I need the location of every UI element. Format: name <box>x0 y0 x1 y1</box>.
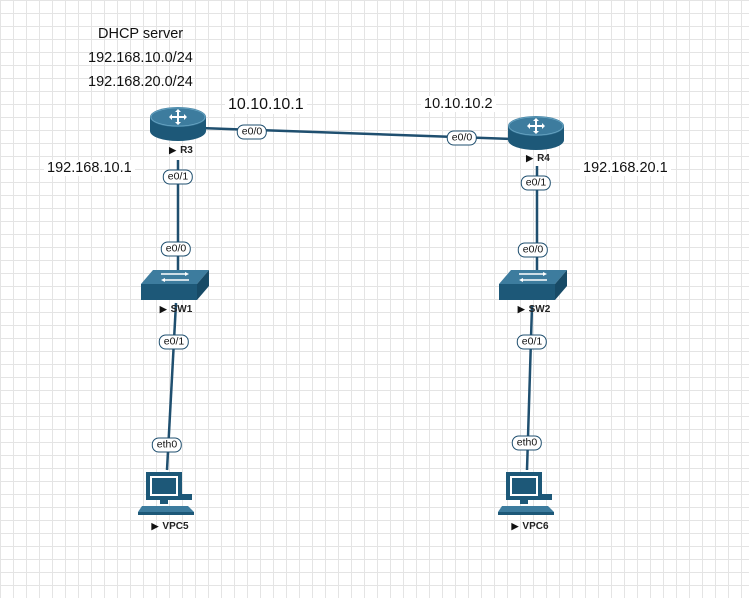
iface-sw2-e0-0[interactable]: e0/0 <box>517 242 549 258</box>
r4-lan-ip: 192.168.20.1 <box>580 160 671 176</box>
play-arrow-icon: ▶ <box>511 521 519 531</box>
iface-r3-e0-0[interactable]: e0/0 <box>236 124 268 140</box>
r3-lan-ip: 192.168.10.1 <box>44 160 135 176</box>
iface-sw1-e0-1[interactable]: e0/1 <box>158 334 190 350</box>
pc-vpc5[interactable] <box>138 470 196 516</box>
r3-wan-ip: 10.10.10.1 <box>225 96 307 114</box>
pc-icon <box>138 472 194 515</box>
iface-vpc6-eth0[interactable]: eth0 <box>511 435 543 451</box>
switch-sw1[interactable] <box>141 268 211 304</box>
iface-r4-e0-1[interactable]: e0/1 <box>520 175 552 191</box>
vpc6-label: ▶VPC6 <box>511 521 549 532</box>
pc-icon <box>498 472 554 515</box>
sw2-label: ▶SW2 <box>517 304 551 315</box>
r4-wan-ip: 10.10.10.2 <box>421 96 496 112</box>
play-arrow-icon: ▶ <box>517 304 525 314</box>
r3-label: ▶R3 <box>169 145 193 156</box>
switch-icon <box>141 270 209 300</box>
router-icon <box>508 116 564 150</box>
play-arrow-icon: ▶ <box>159 304 167 314</box>
play-arrow-icon: ▶ <box>526 153 534 163</box>
iface-sw2-e0-1[interactable]: e0/1 <box>516 334 548 350</box>
iface-sw1-e0-0[interactable]: e0/0 <box>160 241 192 257</box>
play-arrow-icon: ▶ <box>169 145 177 155</box>
switch-sw2[interactable] <box>499 268 569 304</box>
sw1-label: ▶SW1 <box>159 304 193 315</box>
dhcp-pool-2: 192.168.20.0/24 <box>88 74 193 90</box>
dhcp-pool-1: 192.168.10.0/24 <box>88 50 193 66</box>
dhcp-server-title: DHCP server <box>98 26 184 42</box>
iface-vpc5-eth0[interactable]: eth0 <box>151 437 183 453</box>
switch-icon <box>499 270 567 300</box>
iface-r3-e0-1[interactable]: e0/1 <box>162 169 194 185</box>
router-icon <box>150 107 206 141</box>
play-arrow-icon: ▶ <box>151 521 159 531</box>
iface-r4-e0-0[interactable]: e0/0 <box>446 130 478 146</box>
pc-vpc6[interactable] <box>498 470 556 516</box>
router-r4[interactable] <box>506 112 566 152</box>
router-r3[interactable] <box>148 103 208 143</box>
r4-label: ▶R4 <box>526 153 550 164</box>
vpc5-label: ▶VPC5 <box>151 521 189 532</box>
